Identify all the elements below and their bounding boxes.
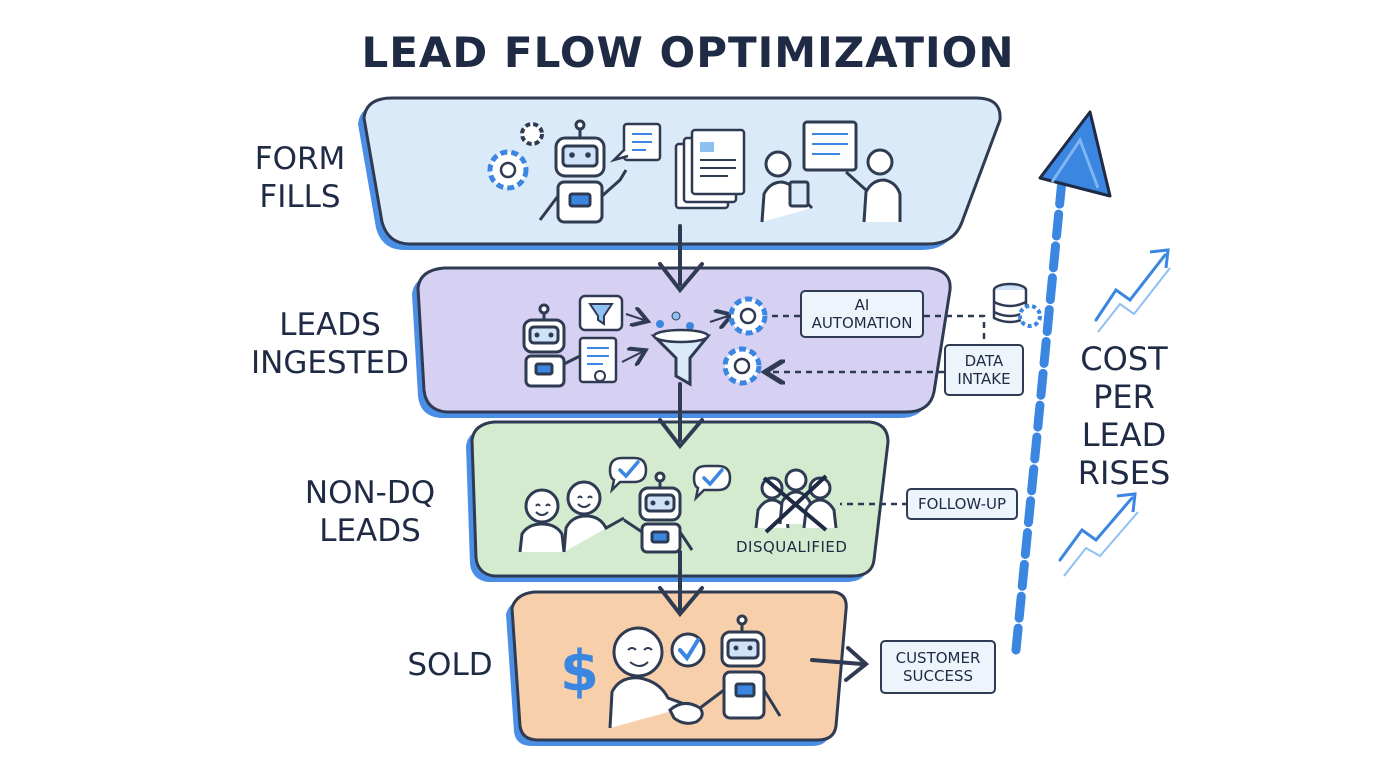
checkmark-icon xyxy=(608,456,648,494)
dollar-icon: $ xyxy=(560,639,599,704)
stage-label-leads-ingested: LEADS INGESTED xyxy=(250,307,409,381)
trend-arrow-icon xyxy=(1058,492,1139,577)
trend-arrow-icon xyxy=(1094,248,1171,333)
stage-form-fills xyxy=(358,96,1002,250)
robot-icon xyxy=(699,614,782,720)
handshake-icon xyxy=(668,702,704,725)
ai-automation-callout: AI AUTOMATION xyxy=(800,290,924,338)
flow-arrow xyxy=(658,382,704,450)
gear-icon xyxy=(520,122,544,146)
person-icon xyxy=(608,626,691,729)
rising-cost-arrow xyxy=(1011,110,1112,655)
flow-arrow xyxy=(658,550,704,618)
customer-success-arrow xyxy=(810,646,870,682)
stage-non-dq-leads xyxy=(466,420,890,582)
filter-icon xyxy=(578,294,624,332)
database-icon xyxy=(992,282,1042,328)
data-intake-callout: DATA INTAKE xyxy=(944,344,1024,396)
stage-label-non-dq-leads: NON-DQ LEADS xyxy=(304,475,436,549)
follow-up-callout: FOLLOW-UP xyxy=(906,488,1018,520)
disqualified-label: DISQUALIFIED xyxy=(736,538,848,556)
checkmark-icon xyxy=(692,464,732,502)
people-icon xyxy=(518,480,625,553)
stage-label-form-fills: FORM FILLS xyxy=(254,141,346,215)
gear-icon xyxy=(728,296,768,336)
disqualified-icon xyxy=(754,468,838,534)
funnel-icon xyxy=(650,311,712,387)
customer-success-callout: CUSTOMER SUCCESS xyxy=(880,640,996,694)
robot-icon xyxy=(623,471,694,554)
robot-icon xyxy=(522,303,581,388)
robot-icon xyxy=(538,119,628,224)
checkmark-icon xyxy=(670,632,706,668)
flow-arrow xyxy=(658,224,704,294)
page-title: LEAD FLOW OPTIMIZATION xyxy=(361,28,1015,77)
cost-per-lead-label: COST PER LEAD RISES xyxy=(1077,340,1171,492)
stage-sold: $ xyxy=(506,590,848,746)
document-icon xyxy=(674,128,746,210)
gear-icon xyxy=(722,346,762,386)
document-icon xyxy=(578,336,618,384)
gear-icon xyxy=(487,149,529,191)
stage-label-sold: SOLD xyxy=(407,647,493,683)
people-icon xyxy=(760,120,902,223)
chat-bubble-icon xyxy=(609,122,662,163)
